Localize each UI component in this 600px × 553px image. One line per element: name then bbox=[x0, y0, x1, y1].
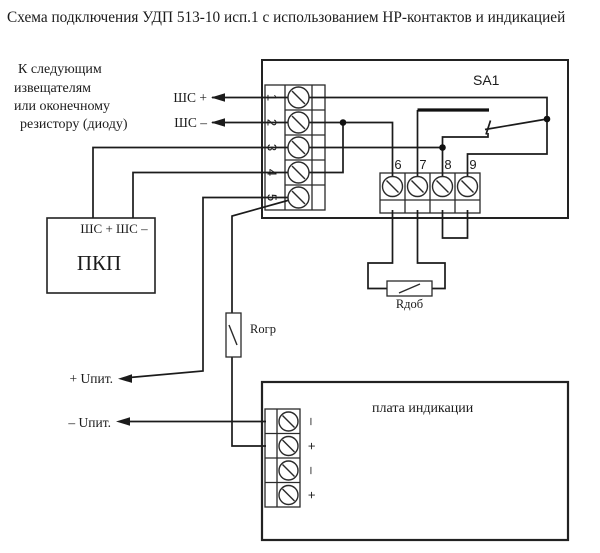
screw-terminal bbox=[278, 411, 299, 432]
rdob-label: Rдоб bbox=[396, 297, 423, 311]
resistor-stroke bbox=[228, 324, 238, 346]
polarity-label: – bbox=[305, 467, 320, 475]
screw-terminal bbox=[287, 161, 310, 184]
junction-dot bbox=[339, 119, 347, 126]
wire-movable-to-t8 bbox=[441, 133, 489, 187]
junction-dot bbox=[543, 115, 551, 123]
resistor-rdob: Rдоб bbox=[386, 280, 433, 311]
screw-terminals-6-9 bbox=[381, 175, 479, 198]
resistor-rogr: Rогр bbox=[225, 312, 276, 358]
screw-terminal bbox=[381, 175, 404, 198]
pkp-box bbox=[46, 217, 156, 294]
pkp-terminals-label: ШС + ШС – bbox=[80, 221, 148, 236]
sa1-device-box bbox=[261, 59, 569, 219]
screw-terminal bbox=[431, 175, 454, 198]
rogr-label: Rогр bbox=[250, 322, 276, 336]
arrow-left-icon bbox=[211, 118, 225, 127]
arrow-left-icon bbox=[211, 93, 225, 102]
sa1-switch-label: SA1 bbox=[473, 72, 500, 88]
screw-terminal bbox=[278, 460, 299, 481]
wire-jumper-t8-t9 bbox=[441, 210, 469, 239]
screw-terminal bbox=[278, 484, 299, 506]
terminal-number: 8 bbox=[444, 157, 451, 172]
wire-t7-rdob bbox=[416, 210, 446, 290]
screw-terminal bbox=[287, 136, 310, 159]
left-note-line: извещателям bbox=[14, 81, 91, 96]
wire-t6-rdob bbox=[367, 210, 394, 290]
switch-lever bbox=[484, 118, 548, 131]
shs-minus-label: ШС – bbox=[174, 115, 207, 130]
indication-board-box bbox=[260, 380, 570, 542]
left-note-line: резистору (диоду) bbox=[20, 117, 128, 132]
screw-terminal bbox=[287, 86, 310, 109]
screw-terminal bbox=[456, 175, 479, 198]
wire-shs-minus-t2-t6 bbox=[212, 121, 394, 187]
left-note-line: или оконечному bbox=[14, 99, 110, 114]
screw-terminal bbox=[406, 175, 429, 198]
arrow-left-icon bbox=[116, 417, 130, 426]
terminal-number: 6 bbox=[394, 157, 401, 172]
u-plus-label: + Uпит. bbox=[70, 371, 113, 386]
diagram-title: Схема подключения УДП 513-10 исп.1 с исп… bbox=[7, 9, 565, 26]
u-minus-label: – Uпит. bbox=[67, 415, 111, 430]
sa1-terminal-numbers: 6 7 8 9 bbox=[394, 157, 476, 172]
wire-t3-pkp bbox=[92, 146, 443, 218]
wire-t5-u-plus bbox=[123, 196, 299, 379]
wire-t5-rogr bbox=[231, 196, 299, 313]
indication-terminal-labels: – + – + bbox=[305, 418, 320, 499]
indication-board-label: плата индикации bbox=[372, 401, 474, 416]
arrow-left-icon bbox=[118, 374, 132, 383]
pkp-label: ПКП bbox=[77, 251, 121, 275]
junction-dot bbox=[439, 144, 446, 151]
screw-terminal bbox=[287, 186, 310, 209]
terminal-number: 7 bbox=[419, 157, 426, 172]
screw-terminal bbox=[287, 111, 310, 134]
terminal-number: 9 bbox=[469, 157, 476, 172]
screw-terminals-indication-board bbox=[278, 411, 299, 506]
screw-terminal bbox=[278, 435, 299, 457]
screw-terminals-1-5 bbox=[287, 86, 310, 209]
wires bbox=[92, 96, 548, 447]
polarity-label: + bbox=[305, 491, 320, 499]
wire-shs-plus-t1-t9 bbox=[212, 96, 548, 187]
wire-rogr-board bbox=[231, 357, 266, 447]
switch-movable-contact-tick bbox=[485, 120, 492, 135]
polarity-label: + bbox=[305, 442, 320, 450]
left-note-line: К следующим bbox=[18, 62, 102, 77]
shs-plus-label: ШС + bbox=[173, 90, 207, 105]
left-note: К следующим извещателям или оконечному р… bbox=[14, 62, 128, 132]
polarity-label: – bbox=[305, 418, 320, 426]
resistor-stroke bbox=[398, 283, 421, 294]
